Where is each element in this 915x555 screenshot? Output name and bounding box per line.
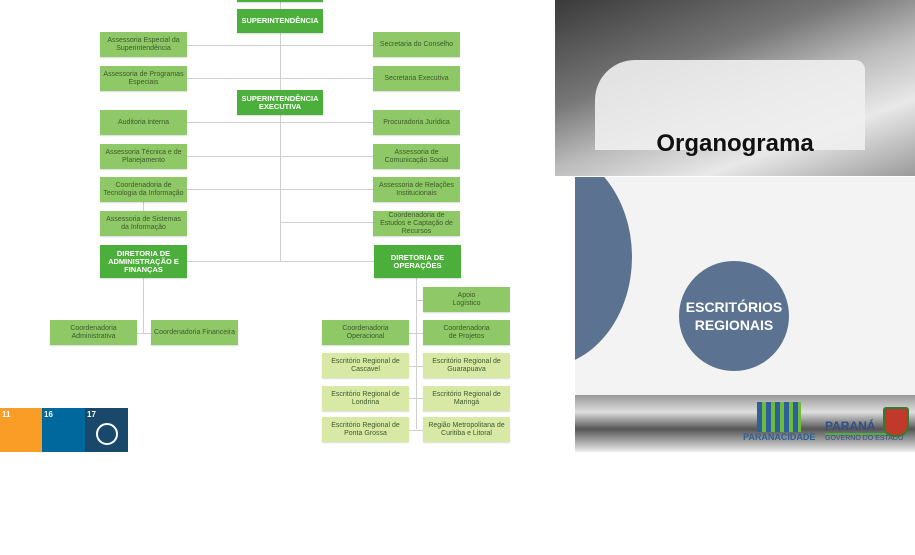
box-escritorio-2: Escritório Regional de Londrina [322,386,409,411]
sdg-icons: 11 16 17 [0,408,128,452]
parana-coat-of-arms-icon [883,407,909,437]
box-right-5: Coordenadoria de Estudos e Captação de R… [373,211,460,236]
box-coord-proj: Coordenadoria de Projetos [423,320,510,345]
box-superintendencia: SUPERINTENDÊNCIA [237,9,323,33]
box-left-4: Coordenadoria de Tecnologia da Informaçã… [100,177,187,202]
cover-title: Organograma [656,130,814,157]
cover-panel: ESCRITÓRIOS REGIONAIS PARANACIDADE PARAN… [575,177,915,452]
box-dir-op: DIRETORIA DE OPERAÇÕES [374,245,461,278]
box-left-1: Assessoria de Programas Especiais [100,66,187,91]
box-left-2: Auditoria interna [100,110,187,135]
sdg-16-icon: 16 [42,408,85,452]
box-escritorio-3: Escritório Regional de Maringá [423,386,510,411]
box-coord-fin: Coordenadoria Financeira [151,320,238,345]
sdg-17-icon: 17 [85,408,128,452]
box-coord-adm: Coordenadoria Administrativa [50,320,137,345]
box-right-4: Assessoria de Relações Institucionais [373,177,460,202]
box-left-0: Assessoria Especial da Superintendência [100,32,187,57]
circle-badge: ESCRITÓRIOS REGIONAIS [679,261,789,371]
bottom-strip [575,395,915,452]
box-right-0: Secretaria do Conselho [373,32,460,57]
box-sup-exec: SUPERINTENDÊNCIA EXECUTIVA [237,90,323,115]
box-left-3: Assessoria Técnica e de Planejamento [100,144,187,169]
top-box [237,0,323,2]
box-escritorio-5: Região Metropolitana de Curitiba e Litor… [423,417,510,442]
box-escritorio-1: Escritório Regional de Guarapuava [423,353,510,378]
cover-photo: Organograma [555,0,915,176]
box-left-5: Assessoria de Sistemas da Informação [100,211,187,236]
box-escritorio-0: Escritório Regional de Cascavel [322,353,409,378]
paranacidade-logo: PARANACIDADE [743,402,815,442]
blue-arc [575,177,632,367]
box-right-3: Assessoria de Comunicação Social [373,144,460,169]
box-right-1: Secretaria Executiva [373,66,460,91]
box-apoio: Apoio Logístico [423,287,510,312]
parana-logo: PARANÁ GOVERNO DO ESTADO [825,419,904,442]
box-coord-op: Coordenadoria Operacional [322,320,409,345]
box-right-2: Procuradoria Jurídica [373,110,460,135]
sdg-11-icon: 11 [0,408,42,452]
box-dir-adm: DIRETORIA DE ADMINISTRAÇÃO E FINANÇAS [100,245,187,278]
box-escritorio-4: Escritório Regional de Ponta Grossa [322,417,409,442]
